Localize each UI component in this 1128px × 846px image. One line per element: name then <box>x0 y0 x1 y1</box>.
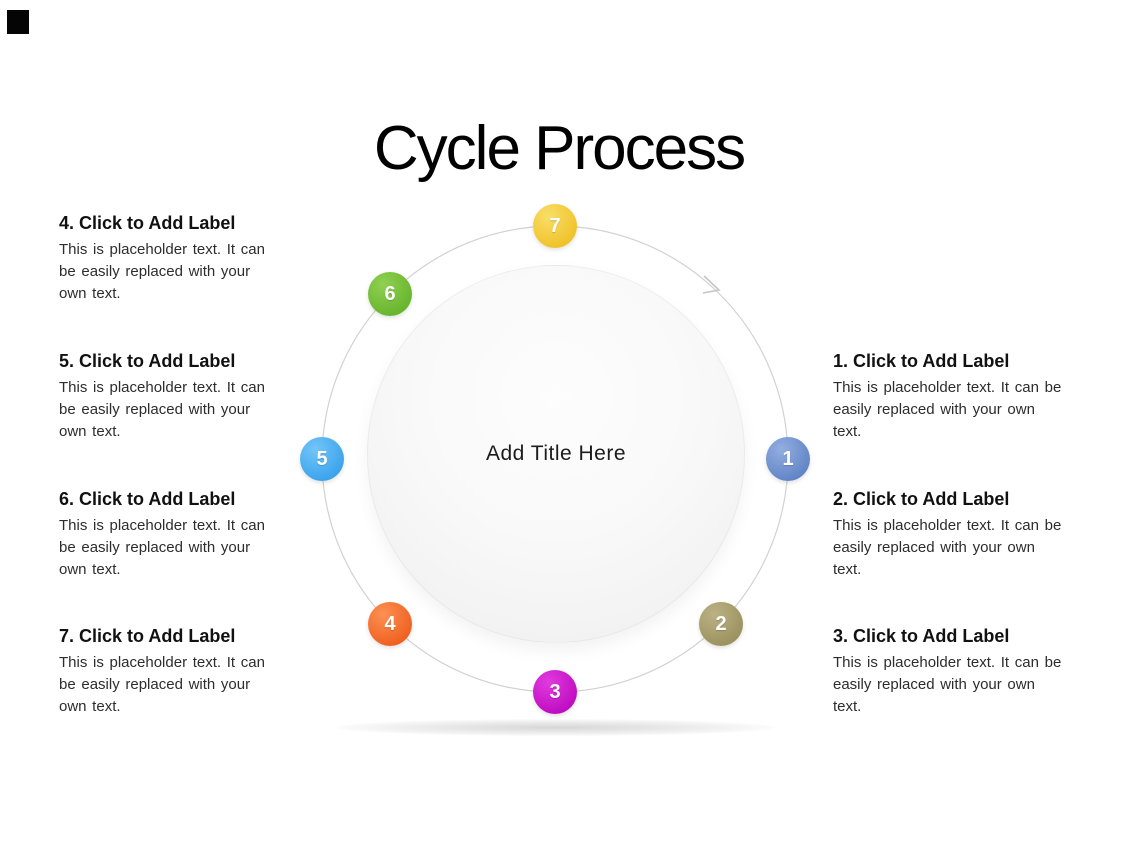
label-body: This is placeholder text. It can be easi… <box>833 654 1062 715</box>
step-circle-4[interactable]: 4 <box>368 602 412 646</box>
label-heading: 7. Click to Add Label <box>59 626 236 646</box>
step-number: 7 <box>549 214 561 237</box>
label-block-1[interactable]: 1. Click to Add Label This is placeholde… <box>833 349 1071 443</box>
label-block-6[interactable]: 6. Click to Add Label This is placeholde… <box>59 487 273 581</box>
step-number: 3 <box>549 680 561 703</box>
label-body: This is placeholder text. It can be easi… <box>59 654 265 715</box>
step-circle-1[interactable]: 1 <box>766 437 810 481</box>
step-circle-7[interactable]: 7 <box>533 204 577 248</box>
step-number: 4 <box>384 612 396 635</box>
label-heading: 2. Click to Add Label <box>833 489 1010 509</box>
clockwise-arrowhead-icon <box>702 275 721 294</box>
label-heading: 1. Click to Add Label <box>833 351 1010 371</box>
step-number: 2 <box>715 612 727 635</box>
floor-shadow <box>335 719 775 736</box>
center-circle[interactable]: Add Title Here <box>367 265 745 643</box>
label-heading: 6. Click to Add Label <box>59 489 236 509</box>
label-heading: 3. Click to Add Label <box>833 626 1010 646</box>
label-block-5[interactable]: 5. Click to Add Label This is placeholde… <box>59 349 273 443</box>
label-block-2[interactable]: 2. Click to Add Label This is placeholde… <box>833 487 1071 581</box>
label-body: This is placeholder text. It can be easi… <box>59 241 265 302</box>
label-body: This is placeholder text. It can be easi… <box>59 517 265 578</box>
corner-mark <box>7 10 29 34</box>
label-block-7[interactable]: 7. Click to Add Label This is placeholde… <box>59 624 273 718</box>
center-title-placeholder[interactable]: Add Title Here <box>485 442 627 465</box>
label-heading: 5. Click to Add Label <box>59 351 236 371</box>
label-heading: 4. Click to Add Label <box>59 213 236 233</box>
step-number: 1 <box>782 447 794 470</box>
step-number: 6 <box>384 282 396 305</box>
label-block-3[interactable]: 3. Click to Add Label This is placeholde… <box>833 624 1071 718</box>
step-circle-2[interactable]: 2 <box>699 602 743 646</box>
label-body: This is placeholder text. It can be easi… <box>59 379 265 440</box>
step-circle-3[interactable]: 3 <box>533 670 577 714</box>
label-body: This is placeholder text. It can be easi… <box>833 517 1062 578</box>
step-circle-6[interactable]: 6 <box>368 272 412 316</box>
slide-title[interactable]: Cycle Process <box>373 113 746 183</box>
step-number: 5 <box>316 447 328 470</box>
step-circle-5[interactable]: 5 <box>300 437 344 481</box>
label-body: This is placeholder text. It can be easi… <box>833 379 1062 440</box>
label-block-4[interactable]: 4. Click to Add Label This is placeholde… <box>59 211 273 305</box>
